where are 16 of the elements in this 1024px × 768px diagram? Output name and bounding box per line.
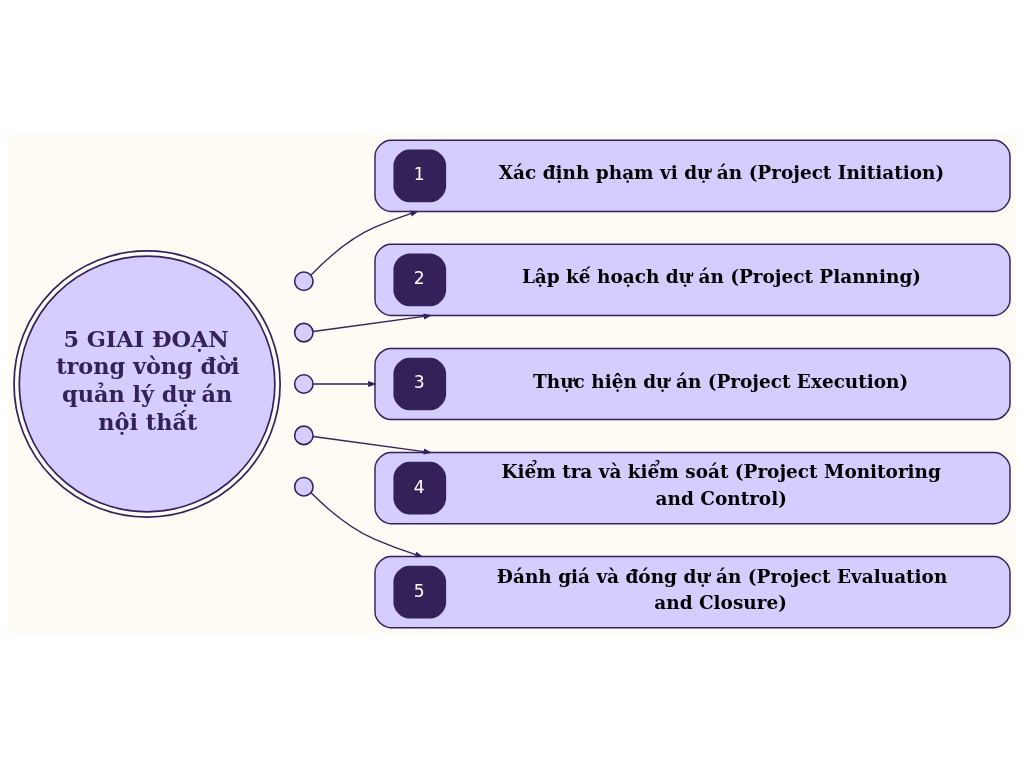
node-circle: 5 GIAI ĐOẠN trong vòng đời quản lý dự án nội thất	[13, 250, 281, 518]
node-box: 3 Thực hiện dự án (Project Execution)	[374, 347, 1011, 421]
arrow	[312, 381, 377, 387]
node-box: 2 Lập kế hoạch dự án (Project Planning)	[374, 243, 1011, 317]
node-circle	[293, 322, 314, 343]
node-circle	[293, 271, 314, 292]
arrow	[312, 435, 433, 455]
node-circle	[293, 476, 314, 497]
arrow	[310, 210, 419, 276]
node-box: 4 Kiểm tra và kiểm soát (Project Monitoring and Control)	[374, 451, 1011, 525]
arrow	[310, 492, 424, 558]
node-circle	[293, 374, 314, 394]
arrow	[312, 313, 433, 333]
node-box: 5 Đánh giá và đóng dự án (Project Evaluation and Closure)	[374, 555, 1011, 629]
node-box: 1 Xác định phạm vi dự án (Project Initiation)	[374, 139, 1011, 213]
node-circle	[293, 425, 314, 446]
